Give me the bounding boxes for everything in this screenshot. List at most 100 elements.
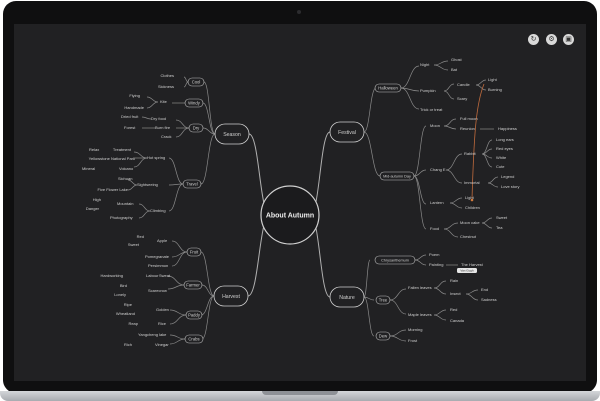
node-label-labour[interactable]: Labour [146,273,159,278]
node-tree[interactable]: Tree [375,295,391,305]
node-label-poem[interactable]: Poem [429,252,440,257]
node-dry[interactable]: Dry [188,123,204,133]
node-label-dry-food[interactable]: Dry food [151,116,166,121]
node-label-sichuan[interactable]: Sichuan [118,176,132,181]
node-label-canada[interactable]: Canada [450,318,465,323]
node-travel[interactable]: Travel [182,179,202,189]
node-label-treatment[interactable]: Treatment [113,147,132,152]
node-label-rich[interactable]: Rich [124,342,132,347]
node-label-golden[interactable]: Golden [156,307,169,312]
node-label-full-moon[interactable]: Full moon [460,116,478,121]
node-label-rabbit[interactable]: Rabbit [464,151,476,156]
node-label-burning[interactable]: Burning [488,87,502,92]
node-label-rice[interactable]: Rice [158,321,167,326]
node-label-maple-leaves[interactable]: Maple leaves [408,312,432,317]
branch-node-festival[interactable]: Festival [329,121,365,143]
node-label-vinegar[interactable]: Vinegar [155,342,169,347]
node-label-pomegranate[interactable]: Pomegranate [145,254,170,259]
node-paddy[interactable]: Paddy [185,310,203,320]
node-label-sweet[interactable]: Sweet [496,215,508,220]
node-label-rain[interactable]: Rain [450,278,458,283]
node-label-love-story[interactable]: Love story [501,184,519,189]
node-label-tea[interactable]: Tea [496,225,503,230]
branch-node-harvest[interactable]: Harvest [213,285,249,307]
branch-node-season[interactable]: Season [214,123,250,145]
node-label-light[interactable]: Light [488,77,498,82]
node-label-sweat[interactable]: Sweat [159,273,171,278]
node-label-climbing[interactable]: Climbing [150,208,166,213]
node-label-scary[interactable]: Scary [457,96,467,101]
node-label-clothes[interactable]: Clothes [160,73,174,78]
node-label-persimmon[interactable]: Persimmon [148,263,168,268]
node-label-change[interactable]: Chang E [430,167,446,172]
node-label-yellowstone[interactable]: Yellowstone National Park [89,156,135,161]
node-label-hot-spring[interactable]: Hot spring [147,155,165,160]
node-label-maple-red[interactable]: Red [450,307,457,312]
node-label-mineral[interactable]: Mineral [82,166,95,171]
refresh-button[interactable]: ↻ [528,34,539,45]
node-label-crack[interactable]: Crack [161,134,171,139]
node-label-burn-fire[interactable]: Burn fire [155,125,171,130]
node-label-the-harvest[interactable]: The Harvest [461,262,484,267]
node-windy[interactable]: Windy [184,98,204,108]
node-label-bird[interactable]: Bird [120,283,127,288]
node-label-ghost[interactable]: Ghost [451,57,463,62]
node-label-children[interactable]: Children [465,205,480,210]
node-label-frost[interactable]: Frost [408,338,418,343]
node-label-trick-or-treat[interactable]: Trick or treat [420,107,443,112]
node-fruit[interactable]: Fruit [186,247,202,257]
node-label-food[interactable]: Food [430,226,439,231]
node-label-mooncake[interactable]: Moon cake [460,220,480,225]
node-label-mountain[interactable]: Mountain [117,201,133,206]
node-label-cute[interactable]: Cute [496,164,505,169]
node-label-red-eyes[interactable]: Red eyes [496,146,513,151]
node-label-flying[interactable]: Flying [129,93,140,98]
node-label-lantern-light[interactable]: Light [465,195,475,200]
settings-button[interactable]: ⚙ [546,34,557,45]
node-label-night[interactable]: Night [420,62,430,67]
node-label-chestnut[interactable]: Chestnut [460,234,477,239]
node-label-high[interactable]: High [93,197,101,202]
node-chrysanthemum[interactable]: Chrysanthemum [374,255,416,265]
node-label-sadness[interactable]: Sadness [481,297,497,302]
node-label-photography[interactable]: Photography [110,215,133,220]
node-label-sweet[interactable]: Sweet [128,242,140,247]
node-label-end[interactable]: End [481,287,488,292]
node-halloween[interactable]: Halloween [374,83,402,93]
node-label-relax[interactable]: Relax [89,147,99,152]
node-label-reap[interactable]: Reap [128,321,138,326]
node-label-volcano[interactable]: Volcano [119,166,134,171]
export-button[interactable]: ▣ [563,34,574,45]
node-label-pumpkin[interactable]: Pumpkin [420,88,436,93]
node-label-kite[interactable]: Kite [160,99,168,104]
node-label-five-flower-lake[interactable]: Five Flower Lake [98,187,129,192]
node-mid-autumn[interactable]: Mid-autumn Day [379,171,415,181]
node-label-moon[interactable]: Moon [430,123,440,128]
node-label-morning[interactable]: Morning [408,327,422,332]
node-label-scarecrow[interactable]: Scarecrow [148,288,167,293]
node-label-white[interactable]: White [496,155,507,160]
node-label-ripe[interactable]: Ripe [124,302,133,307]
node-label-insect[interactable]: Insect [450,291,462,296]
node-label-red[interactable]: Red [137,234,144,239]
node-label-fallen-leaves[interactable]: Fallen leaves [408,285,432,290]
node-label-yangcheng-lake[interactable]: Yangcheng lake [138,332,167,337]
node-label-long-ears[interactable]: Long ears [496,137,514,142]
node-label-hardworking[interactable]: Hardworking [101,273,123,278]
node-farmer[interactable]: Farmer [183,280,203,290]
node-label-forest[interactable]: Forest [124,125,136,130]
node-label-lantern[interactable]: Lantern [430,200,444,205]
node-label-legend[interactable]: Legend [501,174,514,179]
node-label-danger[interactable]: Danger [86,206,100,211]
node-dew[interactable]: Dew [375,331,391,341]
root-node[interactable]: About Autumn [260,185,320,245]
node-label-painting[interactable]: Painting [429,262,443,267]
node-cool[interactable]: Cool [187,77,205,87]
node-label-sightseeing[interactable]: Sightseeing [137,182,158,187]
node-label-bat[interactable]: Bat [451,67,458,72]
node-label-happiness[interactable]: Happiness [498,126,517,131]
node-label-reunion[interactable]: Reunion [460,126,475,131]
node-label-immortal[interactable]: Immortal [464,180,480,185]
node-label-sickness[interactable]: Sickness [158,84,174,89]
